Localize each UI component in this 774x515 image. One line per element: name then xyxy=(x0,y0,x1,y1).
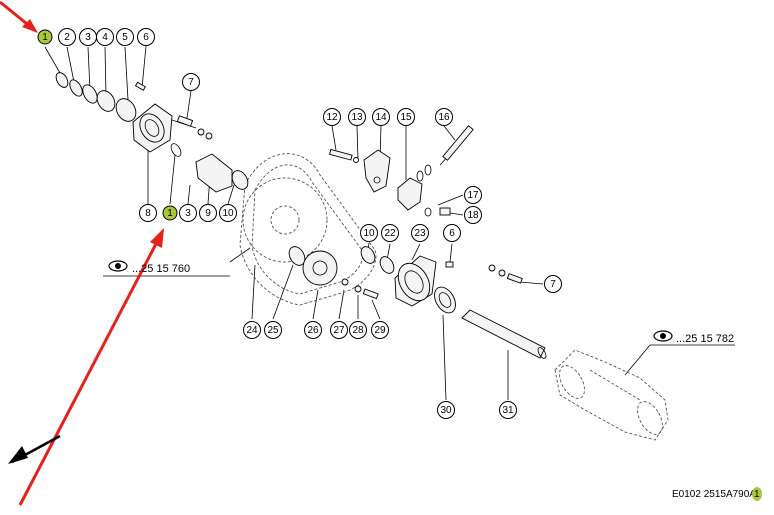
callout-12: 10 xyxy=(219,204,237,222)
callout-label: 30 xyxy=(440,405,452,416)
callout-13: 12 xyxy=(323,108,341,126)
callout-label: 24 xyxy=(246,325,258,336)
large-sprocket xyxy=(242,177,328,263)
callout-label: 14 xyxy=(375,112,387,123)
callout-label: 9 xyxy=(205,208,211,219)
callout-label: 13 xyxy=(351,112,363,123)
footer: E0102 2515A790A 1 xyxy=(672,487,762,501)
callout-label: 10 xyxy=(363,228,375,239)
callout-16: 15 xyxy=(397,108,415,126)
callout-1: 1 xyxy=(37,29,53,45)
callout-label: 22 xyxy=(384,228,396,239)
callout-label: 10 xyxy=(222,208,234,219)
arrow-icon xyxy=(8,446,28,464)
drawing-code: E0102 2515A790A xyxy=(672,489,756,500)
callout-6: 6 xyxy=(137,28,155,46)
callout-15: 14 xyxy=(372,108,390,126)
leader-lines xyxy=(44,45,735,401)
callout-28: 27 xyxy=(330,321,348,339)
callout-7: 7 xyxy=(182,73,200,91)
callout-26: 25 xyxy=(264,321,282,339)
callout-label: 1 xyxy=(167,208,173,219)
callout-label: 4 xyxy=(102,32,108,43)
callout-label: 6 xyxy=(143,32,149,43)
callout-label: 3 xyxy=(185,208,191,219)
tensioner-parts xyxy=(329,125,474,217)
callout-23: 6 xyxy=(443,224,461,242)
footer-badge: 1 xyxy=(754,489,760,500)
callout-label: 8 xyxy=(145,208,151,219)
callout-29: 28 xyxy=(349,321,367,339)
callout-label: 29 xyxy=(374,325,386,336)
callout-label: 5 xyxy=(122,32,128,43)
callout-label: 1 xyxy=(42,32,48,43)
callout-label: 6 xyxy=(449,228,455,239)
drive-shaft xyxy=(554,349,669,441)
callout-label: 12 xyxy=(326,112,338,123)
left-shaft-parts xyxy=(55,72,249,193)
callout-label: 25 xyxy=(267,325,279,336)
callout-2: 2 xyxy=(58,28,76,46)
reference-right-text: ...25 15 782 xyxy=(676,333,734,345)
callout-label: 27 xyxy=(333,325,345,336)
callout-10: 3 xyxy=(179,204,197,222)
callout-19: 18 xyxy=(464,206,482,224)
callout-label: 7 xyxy=(550,279,556,290)
callout-4: 4 xyxy=(96,28,114,46)
callout-3: 3 xyxy=(79,28,97,46)
annotation-arrows xyxy=(0,0,164,506)
callout-label: 3 xyxy=(85,32,91,43)
callout-label: 23 xyxy=(414,228,426,239)
callout-27: 26 xyxy=(304,321,322,339)
roller-chain xyxy=(239,153,377,306)
callout-label: 17 xyxy=(467,190,479,201)
callout-label: 16 xyxy=(438,112,450,123)
callout-11: 9 xyxy=(199,204,217,222)
callout-25: 24 xyxy=(243,321,261,339)
callout-5: 5 xyxy=(116,28,134,46)
callout-label: 18 xyxy=(467,210,479,221)
callout-22: 23 xyxy=(411,224,429,242)
callout-31: 30 xyxy=(437,401,455,419)
callout-label: 15 xyxy=(400,112,412,123)
arrow-icon xyxy=(150,228,164,248)
callout-24: 7 xyxy=(544,275,562,293)
callout-14: 13 xyxy=(348,108,366,126)
callout-label: 31 xyxy=(502,405,514,416)
reference-left-text: ...25 15 760 xyxy=(132,263,190,275)
reference-left: ...25 15 760 xyxy=(108,260,190,275)
eye-icon xyxy=(108,260,128,272)
callout-9: 1 xyxy=(162,205,178,221)
callout-18: 17 xyxy=(464,186,482,204)
callout-label: 7 xyxy=(188,77,194,88)
callout-30: 29 xyxy=(371,321,389,339)
callout-label: 2 xyxy=(64,32,70,43)
small-sprocket-parts xyxy=(288,246,395,300)
callout-8: 8 xyxy=(139,204,157,222)
callout-21: 22 xyxy=(381,224,399,242)
arrow-icon xyxy=(22,19,38,33)
callout-20: 10 xyxy=(360,224,378,242)
callout-label: 28 xyxy=(352,325,364,336)
footer-badge-bg xyxy=(752,487,762,501)
callout-17: 16 xyxy=(435,108,453,126)
callout-label: 26 xyxy=(307,325,319,336)
reference-right: ...25 15 782 xyxy=(653,330,734,345)
callout-32: 31 xyxy=(499,401,517,419)
eye-icon xyxy=(653,330,673,342)
right-shaft-parts xyxy=(394,255,547,359)
